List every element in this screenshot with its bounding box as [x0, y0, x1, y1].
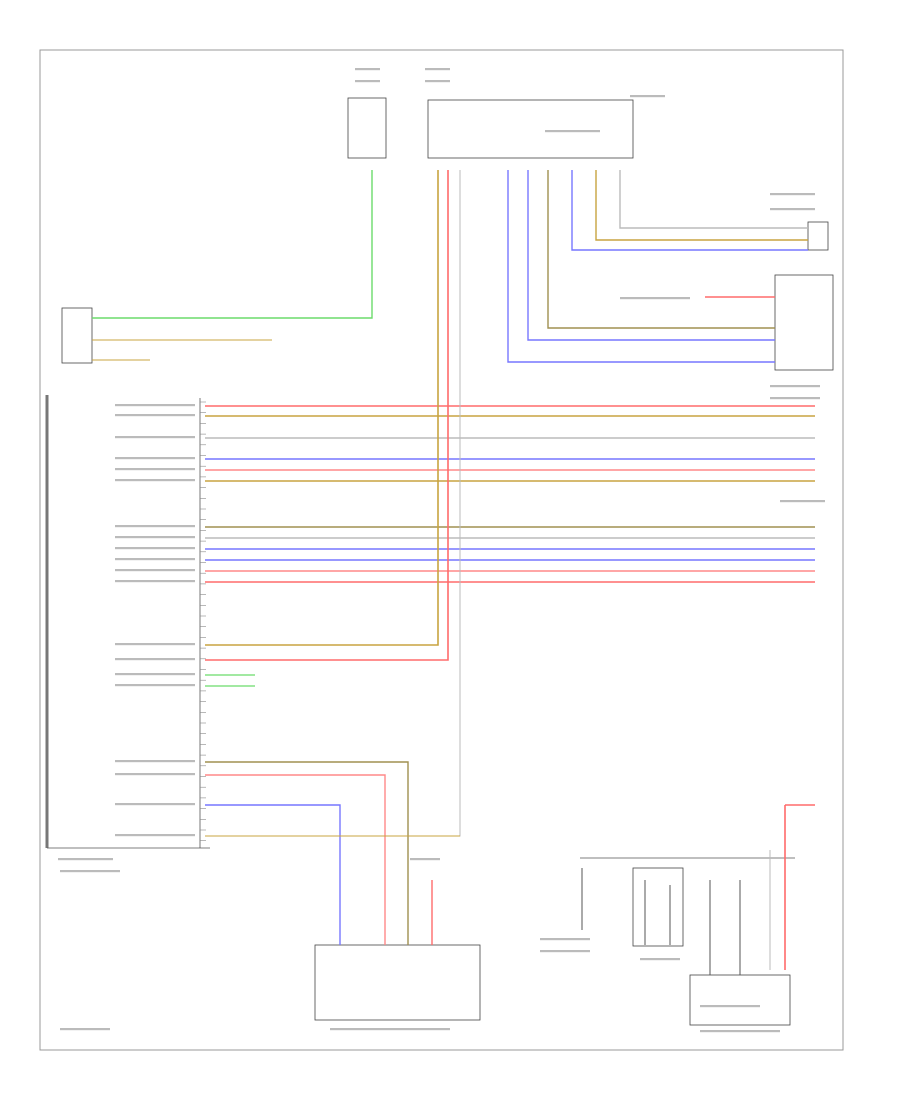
pin-label-mark-10: [115, 558, 195, 561]
component-label-mark-2: [425, 68, 450, 71]
bottom-right-box: [689, 974, 791, 1026]
refrig-gray-wire: [619, 170, 808, 229]
component-label-mark-14: [58, 858, 113, 861]
top-module-left: [347, 97, 387, 159]
pin-label-mark-18: [115, 773, 195, 776]
rear-blue-wire-2: [527, 170, 775, 341]
sensor-green-wire: [92, 170, 373, 319]
wire-layer: [92, 170, 815, 975]
rear-compartment-box: [774, 274, 834, 371]
pin-label-mark-6: [115, 479, 195, 482]
pin-label-mark-2: [115, 414, 195, 417]
component-label-mark-6: [545, 130, 600, 133]
component-label-mark-8: [770, 208, 815, 211]
pin-label-mark-12: [115, 580, 195, 583]
component-label-mark-20: [640, 958, 680, 961]
pin-label-mark-9: [115, 547, 195, 550]
component-label-mark-9: [620, 297, 690, 300]
pin-label-mark-4: [115, 457, 195, 460]
feed-gold-wire: [205, 170, 439, 646]
component-label-mark-22: [410, 858, 440, 861]
component-label-mark-11: [770, 397, 820, 400]
component-label-mark-13: [60, 1028, 110, 1031]
component-label-mark-15: [60, 870, 120, 873]
refrig-gold-wire: [595, 170, 808, 241]
top-module-right: [427, 99, 634, 159]
pin-label-mark-15: [115, 673, 195, 676]
component-label-mark-3: [355, 80, 380, 83]
bottom-center-box: [632, 867, 684, 947]
component-label-mark-18: [540, 938, 590, 941]
pin-label-mark-1: [115, 404, 195, 407]
feed-red-wire: [205, 170, 449, 661]
pin-label-mark-8: [115, 536, 195, 539]
seat-blue-wire: [205, 804, 341, 945]
component-label-mark-19: [540, 950, 590, 953]
pin-layer: [200, 401, 206, 842]
sensor-box-left: [61, 307, 93, 364]
pin-label-mark-16: [115, 684, 195, 687]
component-label-mark-4: [425, 80, 450, 83]
pin-label-mark-7: [115, 525, 195, 528]
component-label-mark-21: [700, 1005, 760, 1008]
pin-label-mark-3: [115, 436, 195, 439]
seat-pink-wire: [205, 774, 386, 945]
feed-gray-wire: [205, 170, 461, 837]
component-label-mark-1: [355, 68, 380, 71]
pin-label-mark-17: [115, 760, 195, 763]
front-seat-module-box: [314, 944, 481, 1021]
component-label-mark-7: [770, 193, 815, 196]
pin-label-mark-5: [115, 468, 195, 471]
component-label-mark-16: [330, 1028, 450, 1031]
refrigerant-sensor-box: [807, 221, 829, 251]
component-label-mark-12: [780, 500, 825, 503]
pin-label-mark-19: [115, 803, 195, 806]
pin-label-mark-11: [115, 569, 195, 572]
seat-olive-wire: [205, 761, 409, 945]
component-label-mark-5: [630, 95, 665, 98]
component-label-mark-10: [770, 385, 820, 388]
pin-label-mark-14: [115, 658, 195, 661]
refrig-blue-wire: [571, 170, 808, 251]
label-mark-layer: [58, 68, 825, 1033]
rear-blue-wire-1: [507, 170, 775, 363]
pin-label-mark-20: [115, 834, 195, 837]
diagram-frame: [39, 49, 844, 1051]
rear-olive-wire: [547, 170, 775, 329]
component-label-mark-17: [700, 1030, 780, 1033]
pin-label-mark-13: [115, 643, 195, 646]
